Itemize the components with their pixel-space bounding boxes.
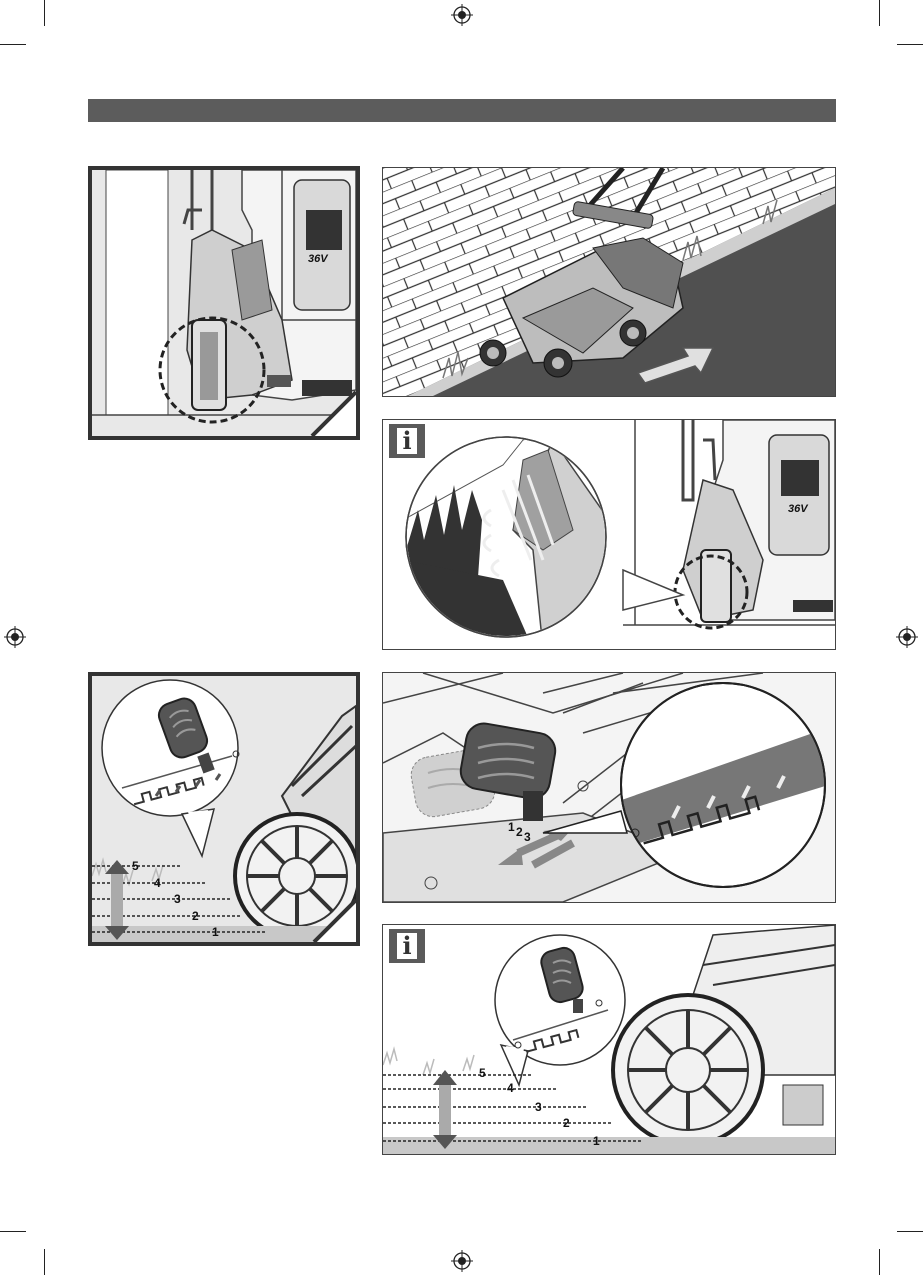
info-icon-label: i: [397, 933, 417, 959]
slot-label: 2: [516, 825, 523, 839]
section-header-bar: [88, 99, 836, 122]
wall-mowing-illustration: [383, 168, 835, 396]
height-level-label: 2: [192, 909, 199, 923]
height-level-label: 5: [479, 1066, 486, 1080]
figure-mowing-along-wall: [382, 167, 836, 397]
height-levels-illustration: 5 4 3 2 1: [92, 676, 356, 942]
crop-mark: [44, 1249, 45, 1275]
figure-info-edge-cut: 36V i: [382, 419, 836, 650]
figure-height-levels: 5 4 3 2 1: [88, 672, 360, 946]
crop-mark: [0, 1231, 26, 1232]
height-level-label: 5: [132, 859, 139, 873]
crop-mark: [897, 1231, 923, 1232]
info-icon: i: [389, 929, 425, 963]
battery-label: 36V: [788, 503, 809, 515]
height-level-label: 3: [174, 892, 181, 906]
edge-cut-illustration: 36V: [383, 420, 835, 649]
battery-label: 36V: [308, 253, 329, 265]
height-level-label: 4: [154, 876, 161, 890]
figure-info-height-levels: 5 4 3 2 1 i: [382, 924, 836, 1155]
height-level-label: 1: [593, 1134, 600, 1148]
figure-height-lever: 1 2 3: [382, 672, 836, 903]
height-level-label: 2: [563, 1116, 570, 1130]
height-lever-illustration: 1 2 3: [383, 673, 835, 902]
info-icon: i: [389, 424, 425, 458]
height-arrow-icon: [439, 1083, 451, 1137]
registration-mark-icon: [896, 626, 918, 648]
height-level-label: 1: [212, 925, 219, 939]
wall-edge-illustration: 36V: [92, 170, 356, 436]
height-level-label: 3: [535, 1100, 542, 1114]
registration-mark-icon: [451, 4, 473, 26]
crop-mark: [897, 44, 923, 45]
crop-mark: [44, 0, 45, 26]
height-level-label: 4: [507, 1081, 514, 1095]
info-height-levels-illustration: 5 4 3 2 1: [383, 925, 835, 1154]
registration-mark-icon: [451, 1250, 473, 1272]
slot-label: 3: [524, 830, 531, 844]
slot-label: 1: [508, 820, 515, 834]
height-arrow-icon: [111, 872, 123, 928]
crop-mark: [879, 0, 880, 26]
registration-mark-icon: [4, 626, 26, 648]
info-icon-label: i: [397, 428, 417, 454]
figure-wall-edge-detail: 36V: [88, 166, 360, 440]
crop-mark: [879, 1249, 880, 1275]
crop-mark: [0, 44, 26, 45]
